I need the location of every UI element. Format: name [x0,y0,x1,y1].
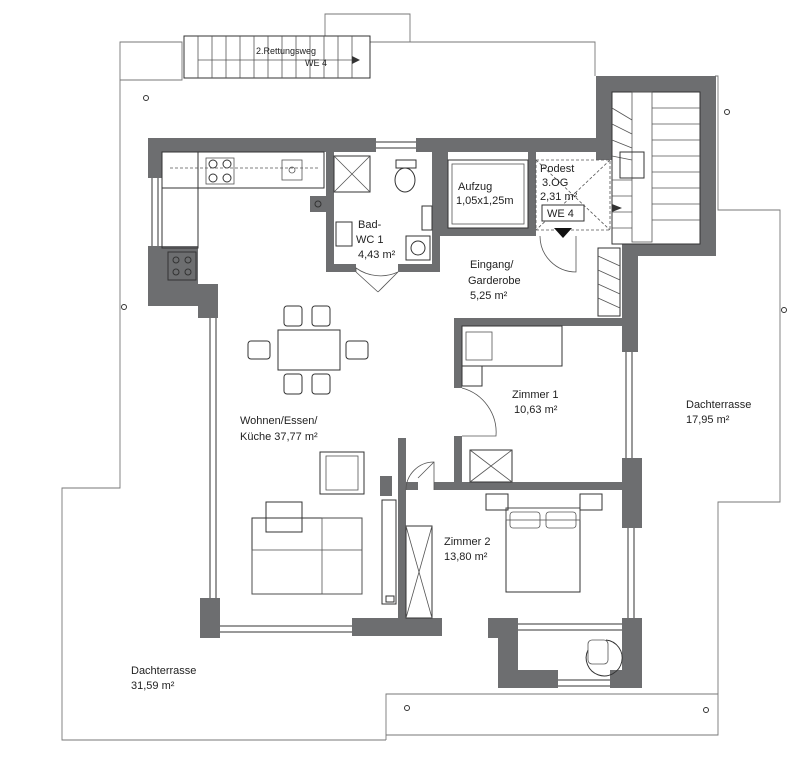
terrace-west-area: 31,59 m² [131,680,175,692]
landing-area: 2,31 m² [540,191,578,203]
room2-name: Zimmer 2 [444,536,490,548]
windows [151,141,635,687]
roof-outline [61,13,787,741]
escape-stair [183,35,371,79]
room2-furniture [405,493,623,677]
landing-name: Podest [540,163,574,175]
bath-name-2: WC 1 [356,234,384,246]
room2-area: 13,80 m² [444,551,488,563]
living-furniture [251,451,397,605]
unit-badge: WE 4 [547,208,574,220]
entrance-name-2: Garderobe [468,275,521,287]
terrace-east-area: 17,95 m² [686,414,730,426]
entrance-name-1: Eingang/ [470,259,514,271]
main-stair [611,91,701,245]
landing-area [535,159,611,238]
kitchen-counter [161,151,325,281]
elevator-size: 1,05x1,25m [456,195,513,207]
dining-table [247,305,369,395]
elevator-name: Aufzug [458,181,492,193]
bath-name-1: Bad- [358,219,382,231]
landing-floor: 3.OG [542,177,568,189]
bath-area: 4,43 m² [358,249,396,261]
escape-route-label: 2.Rettungsweg [256,46,316,56]
living-name-1: Wohnen/Essen/ [240,415,318,427]
wardrobe [597,247,621,317]
terrace-east-name: Dachterrasse [686,399,751,411]
walls [148,76,716,688]
living-name-2: Küche 37,77 m² [240,431,318,443]
bath-fixtures [314,155,433,261]
room1-area: 10,63 m² [514,404,558,416]
room1-name: Zimmer 1 [512,389,558,401]
room1-furniture [461,325,563,483]
entrance-area: 5,25 m² [470,290,508,302]
escape-route-unit: WE 4 [305,58,327,68]
elevator-shaft [447,159,529,229]
terrace-west-name: Dachterrasse [131,665,196,677]
